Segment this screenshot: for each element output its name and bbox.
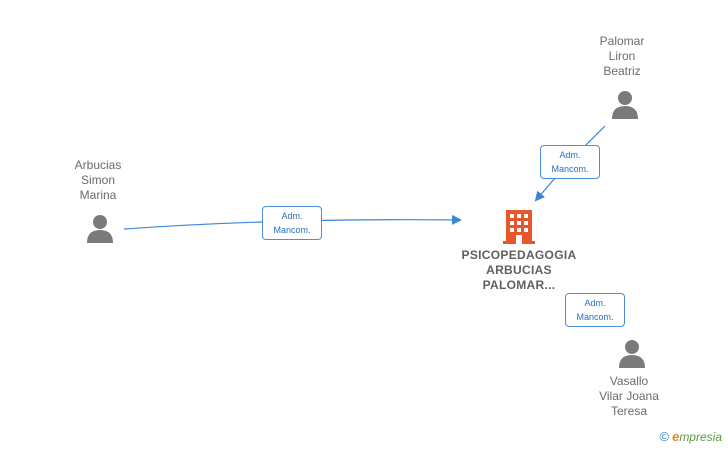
person-name-line: Simon	[80, 173, 115, 187]
person-icon[interactable]	[617, 338, 647, 368]
edge-label-vasallo[interactable]: Adm. Mancom.	[565, 293, 625, 327]
person-label-palomar[interactable]: Palomar Liron Beatriz	[562, 34, 682, 79]
brand-watermark: ©empresia	[659, 429, 722, 444]
edge-label-line: Adm.	[281, 211, 303, 221]
edge-label-line: Mancom.	[576, 312, 614, 322]
person-name-line: Arbucias	[74, 158, 122, 172]
person-name-line: Marina	[79, 188, 117, 202]
person-name-line: Vasallo	[609, 374, 649, 388]
edge-label-arbucias[interactable]: Adm. Mancom.	[262, 206, 322, 240]
company-name-line: ARBUCIAS	[486, 263, 552, 277]
building-icon[interactable]	[503, 208, 537, 244]
person-name-line: Beatriz	[603, 64, 641, 78]
edge-label-line: Mancom.	[551, 164, 589, 174]
person-name-line: Teresa	[610, 404, 648, 418]
company-name-line: PALOMAR...	[482, 278, 556, 292]
person-name-line: Vilar Joana	[599, 389, 659, 403]
person-name-line: Palomar	[599, 34, 645, 48]
brand-name: mpresia	[679, 430, 722, 444]
edge-label-line: Adm.	[584, 298, 606, 308]
person-label-vasallo[interactable]: Vasallo Vilar Joana Teresa	[569, 374, 689, 419]
company-name-line: PSICOPEDAGOGIA	[461, 248, 577, 262]
edge-label-line: Mancom.	[273, 225, 311, 235]
person-name-line: Liron	[608, 49, 636, 63]
edge-label-palomar[interactable]: Adm. Mancom.	[540, 145, 600, 179]
person-label-arbucias[interactable]: Arbucias Simon Marina	[38, 158, 158, 203]
edge-label-line: Adm.	[559, 150, 581, 160]
copyright-icon: ©	[659, 429, 670, 444]
person-icon[interactable]	[85, 213, 115, 243]
company-label[interactable]: PSICOPEDAGOGIA ARBUCIAS PALOMAR...	[444, 248, 594, 293]
brand-initial: e	[672, 429, 680, 444]
person-icon[interactable]	[610, 89, 640, 119]
